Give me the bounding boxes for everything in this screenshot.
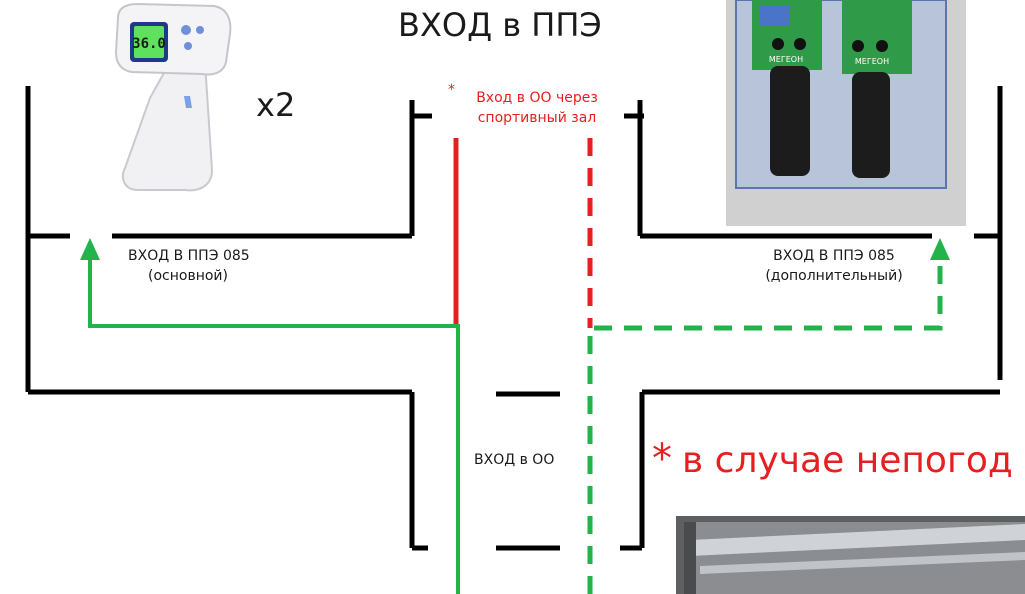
thermometer-button-icon (196, 26, 204, 34)
walls (25, 86, 1003, 551)
extra-entrance-label-line1: ВХОД В ППЭ 085 (773, 248, 895, 264)
extra-entrance-label: ВХОД В ППЭ 085 (дополнительный) (744, 246, 924, 286)
arrow-up-icon (80, 238, 100, 260)
metal-detectors-photo: МЕГЕОН МЕГЕОН (726, 0, 966, 226)
sports-hall-photo (676, 516, 1025, 594)
thermometer-reading: 36.0 (132, 36, 166, 52)
thermometer-button-icon (181, 25, 191, 35)
main-entrance-label: ВХОД В ППЭ 085 (основной) (128, 246, 250, 286)
weather-text: в случае непогод (682, 440, 1013, 481)
thermometer-button-icon (184, 42, 192, 50)
extra-route (587, 252, 943, 594)
infrared-thermometer-photo: 36.0 (114, 2, 232, 192)
thermometer-count: x2 (256, 86, 296, 124)
note-line-1: Вход в ОО через (476, 90, 598, 106)
extra-entrance-label-line2: (дополнительный) (765, 268, 903, 284)
bad-weather-note: *в случае непогод (652, 436, 1013, 482)
main-entrance-label-line2: (основной) (148, 268, 228, 284)
arrow-up-icon (930, 238, 950, 260)
main-route (88, 252, 460, 594)
metal-detector-handle (852, 72, 890, 178)
sports-hall-note: * Вход в ОО через спортивный зал (448, 82, 626, 128)
detector-brand-label: МЕГЕОН (855, 57, 889, 66)
oo-entrance-label: ВХОД в ОО (474, 452, 555, 468)
metal-detector-head (842, 0, 912, 74)
detector-brand-label: МЕГЕОН (769, 55, 803, 64)
metal-detector-handle (770, 66, 810, 176)
note-line-2: спортивный зал (477, 110, 597, 126)
thermometer-trigger-icon (184, 96, 192, 108)
weather-asterisk: * (652, 436, 672, 482)
note-asterisk: * (448, 82, 455, 98)
diagram-title: ВХОД в ППЭ (398, 6, 602, 44)
main-entrance-label-line1: ВХОД В ППЭ 085 (128, 248, 250, 264)
